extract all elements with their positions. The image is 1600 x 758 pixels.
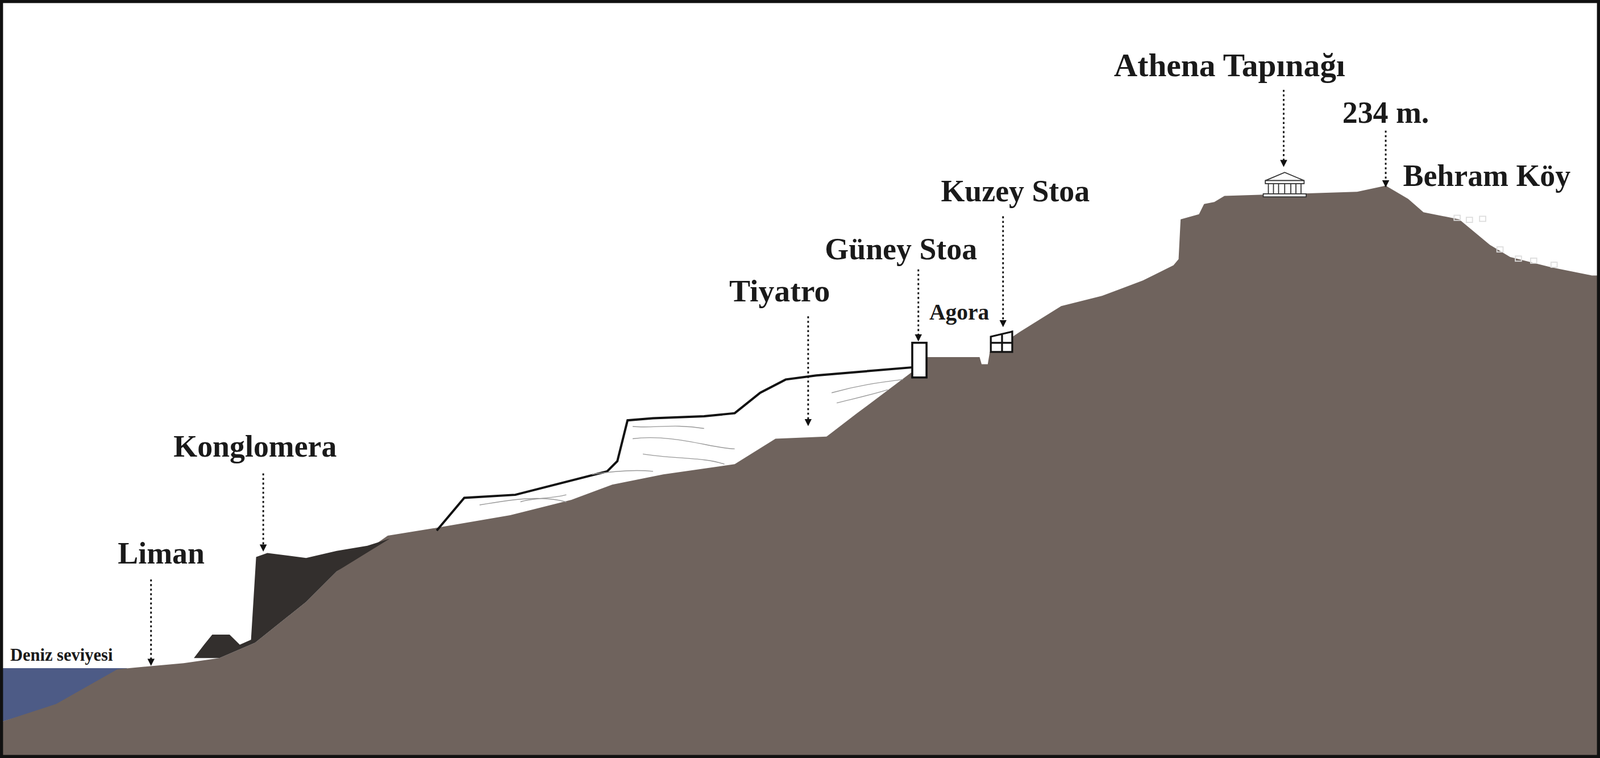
site-label: Kuzey Stoa	[940, 174, 1090, 209]
site-label: Güney Stoa	[824, 232, 978, 267]
site-label: Deniz seviyesi	[10, 645, 113, 666]
conglomerate	[193, 538, 390, 658]
site-label: Athena Tapınağı	[1114, 47, 1346, 83]
site-label: 234 m.	[1342, 96, 1430, 130]
site-label: Agora	[929, 300, 989, 325]
leader-lines	[151, 89, 1386, 666]
site-label: Tiyatro	[729, 273, 830, 309]
terrain	[0, 185, 1600, 758]
theatre-outline	[436, 367, 913, 531]
site-label: Behram Köy	[1403, 159, 1572, 193]
south-stoa	[912, 342, 927, 378]
village-houses	[1453, 215, 1557, 268]
site-label: Konglomera	[173, 429, 337, 464]
temple-icon	[1263, 172, 1307, 197]
site-label: Liman	[117, 536, 205, 571]
north-stoa	[990, 331, 1013, 352]
theatre-detail	[479, 379, 904, 505]
